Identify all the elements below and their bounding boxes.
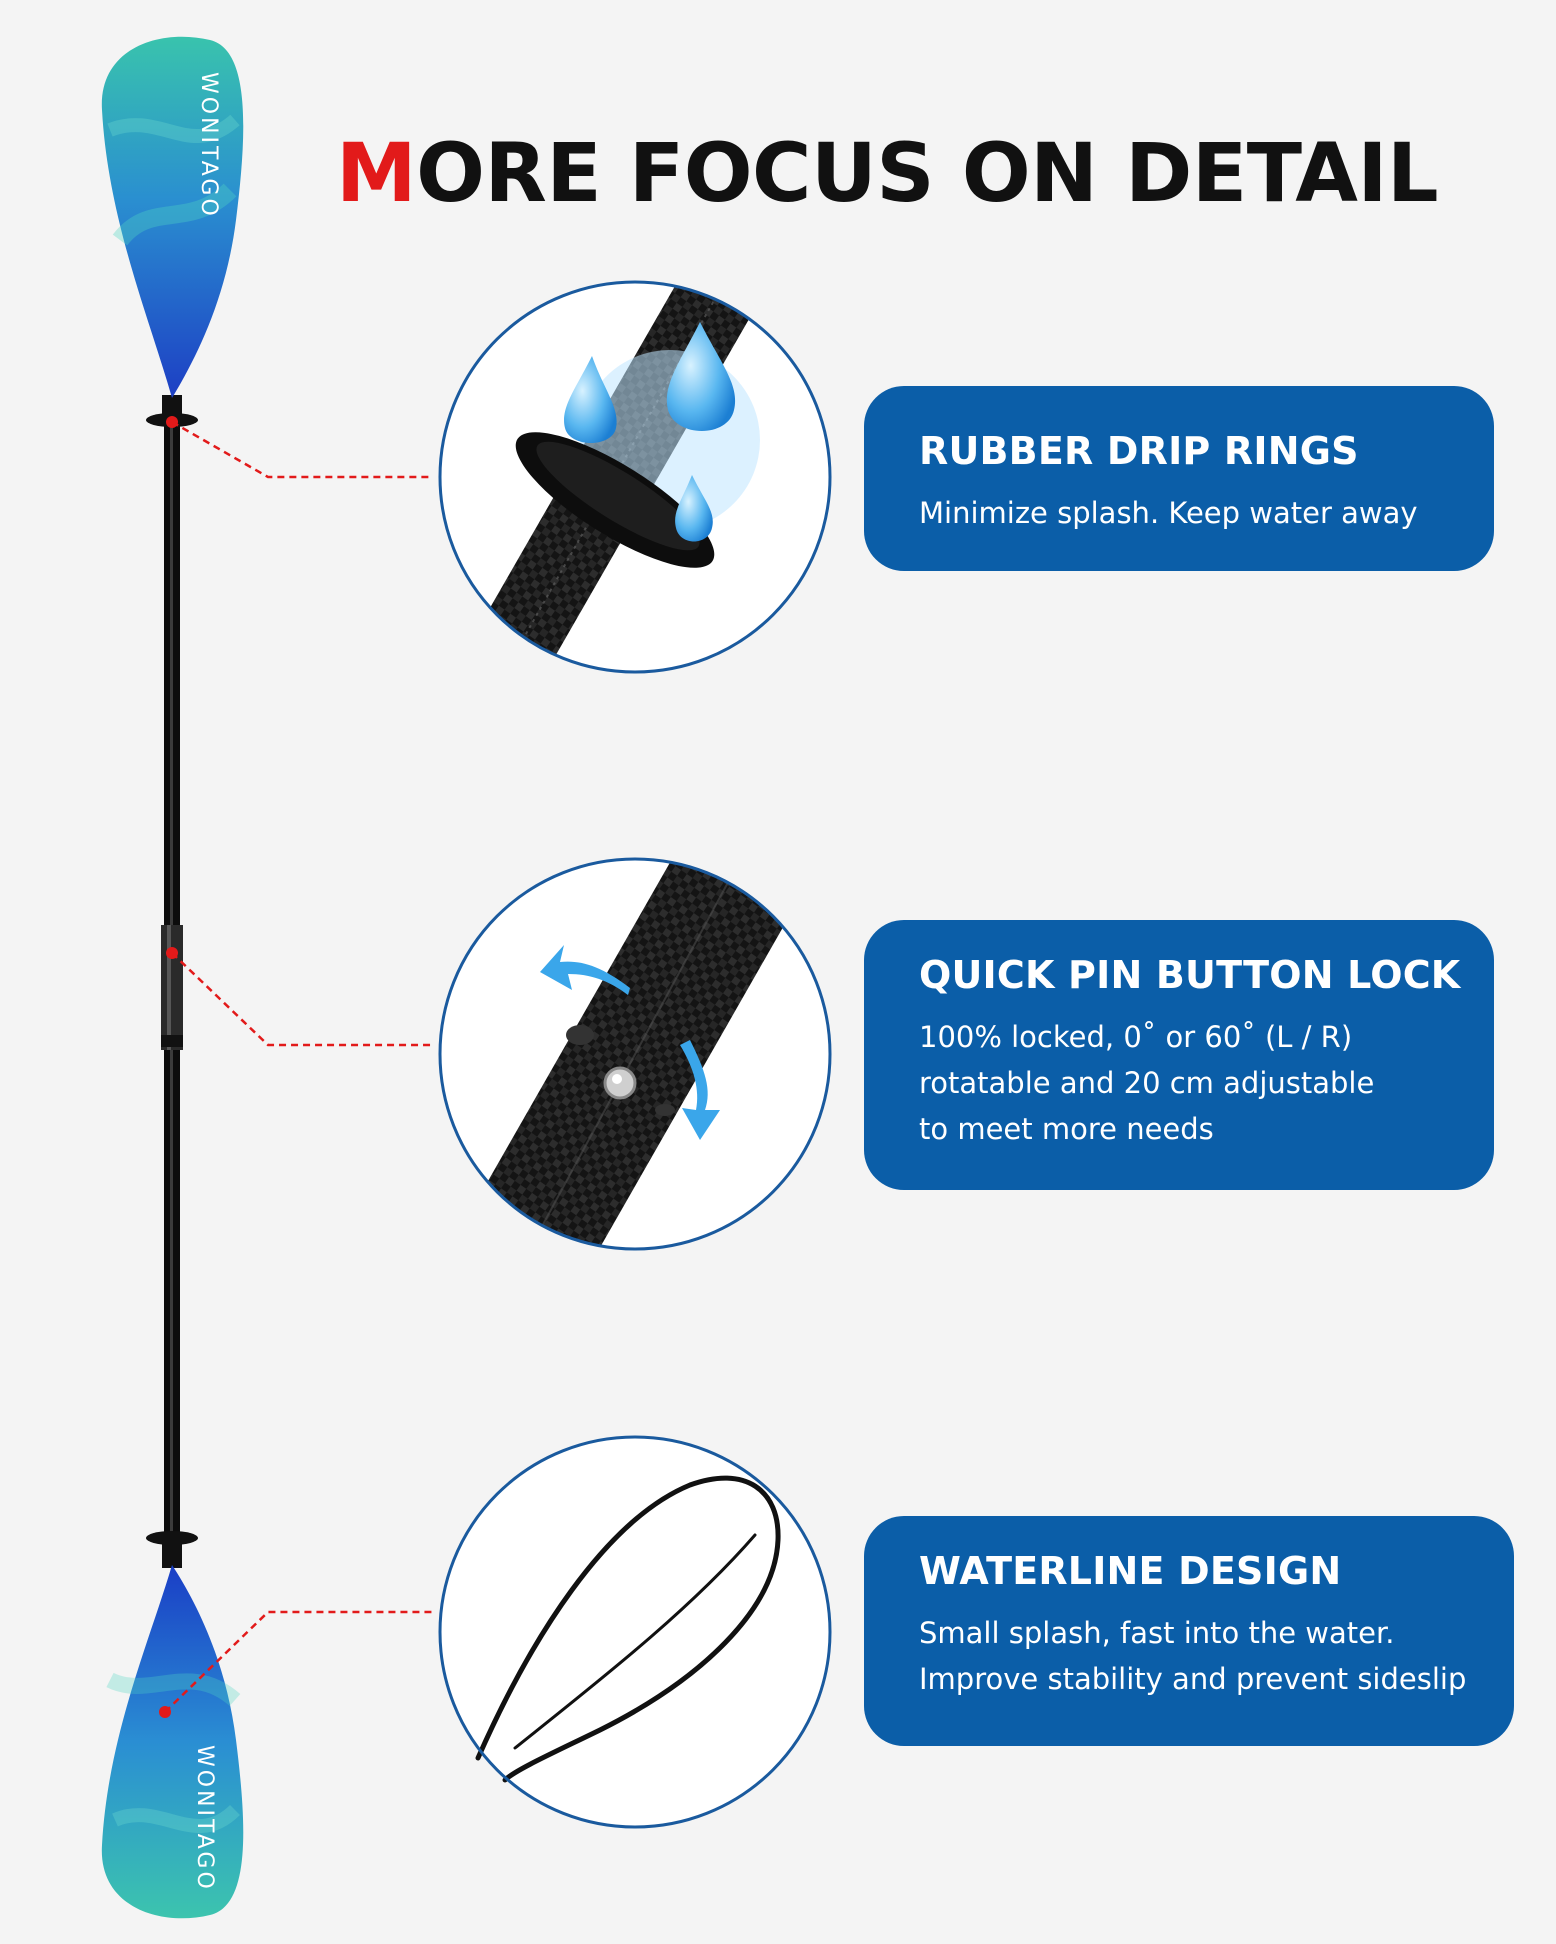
feature-description: Minimize splash. Keep water away — [919, 496, 1418, 530]
page-title: MORE FOCUS ON DETAIL — [336, 134, 1516, 215]
title-first-letter: M — [336, 127, 417, 222]
water-drop-icon — [675, 475, 713, 542]
rotate-arrow-icon — [540, 945, 630, 995]
feature-description-line: rotatable and 20 cm adjustable — [919, 1066, 1375, 1100]
feature-card-pin-lock: QUICK PIN BUTTON LOCK 100% locked, 0˚ or… — [864, 920, 1494, 1190]
connector-waterline — [159, 1610, 432, 1718]
top-blade-brand: WONITAGO — [196, 72, 221, 219]
blade-outline-icon — [475, 1475, 781, 1783]
drip-ring-detail-circle — [438, 280, 832, 674]
connector-drip-rings — [166, 416, 432, 479]
feature-heading: RUBBER DRIP RINGS — [919, 429, 1359, 473]
feature-description-line: Improve stability and prevent sideslip — [919, 1662, 1467, 1696]
water-drop-icon — [564, 356, 617, 443]
title-rest: ORE FOCUS ON DETAIL — [416, 127, 1439, 222]
feature-description-line: 100% locked, 0˚ or 60˚ (L / R) — [919, 1020, 1353, 1054]
paddle-shaft — [146, 395, 198, 1568]
feature-description-line: Small splash, fast into the water. — [919, 1616, 1395, 1650]
bottom-blade — [101, 1565, 244, 1919]
rotate-arrow-icon — [680, 1040, 720, 1140]
connector-pin-lock — [166, 947, 432, 1047]
bottom-blade-brand: WONITAGO — [192, 1745, 217, 1892]
pin-lock-detail-circle — [438, 857, 832, 1251]
feature-card-waterline: WATERLINE DESIGN Small splash, fast into… — [864, 1516, 1514, 1746]
top-blade — [101, 36, 244, 399]
feature-description-line: to meet more needs — [919, 1112, 1214, 1146]
feature-card-drip-rings: RUBBER DRIP RINGS Minimize splash. Keep … — [864, 386, 1494, 571]
waterline-detail-circle — [438, 1435, 832, 1829]
feature-heading: WATERLINE DESIGN — [919, 1549, 1342, 1593]
water-drop-icon — [666, 322, 736, 431]
feature-heading: QUICK PIN BUTTON LOCK — [919, 953, 1461, 997]
